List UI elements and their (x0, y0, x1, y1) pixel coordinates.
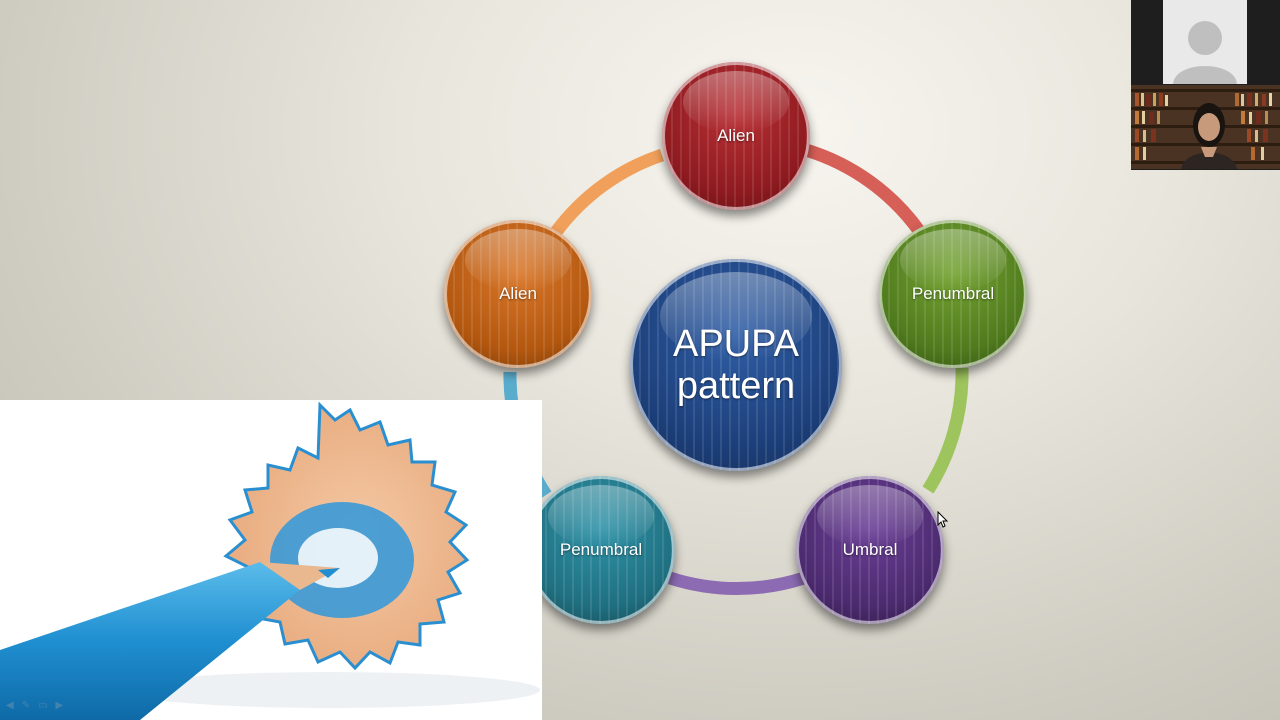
webcam-video-feed (1131, 85, 1280, 169)
pencil-illustration (0, 401, 540, 720)
prev-slide-icon[interactable]: ◀ (6, 700, 14, 711)
node-label: Umbral (842, 540, 898, 559)
node-alien-left: Alien (444, 220, 592, 368)
video-participants-panel (1131, 0, 1280, 170)
node-label: Penumbral (559, 540, 643, 559)
node-penumbral-right: Penumbral (879, 220, 1027, 368)
next-slide-icon[interactable]: ▶ (55, 700, 64, 711)
arc-umbral-to-penumbral (668, 571, 806, 596)
node-label: Penumbral (911, 284, 995, 303)
presenter-webcam-tile[interactable] (1131, 85, 1280, 169)
arc-penumbral-to-umbral (922, 367, 969, 494)
center-label-line2: pattern (676, 365, 796, 407)
slide-controls[interactable]: ◀ ✎ ▭ ▶ (6, 700, 63, 711)
center-label: APUPA pattern (673, 323, 799, 407)
node-umbral: Umbral (796, 476, 944, 624)
pencil-shavings-image (0, 400, 542, 720)
participant-avatar-tile[interactable] (1163, 0, 1247, 84)
slides-icon[interactable]: ▭ (38, 700, 48, 711)
arc-alien-to-alien (550, 148, 665, 236)
mouse-cursor-icon (937, 511, 949, 528)
node-label: Alien (499, 284, 537, 303)
node-label: Alien (717, 126, 755, 145)
center-node: APUPA pattern (630, 259, 842, 471)
center-label-line1: APUPA (672, 323, 799, 365)
person-avatar-icon (1173, 21, 1237, 84)
node-alien-top: Alien (662, 62, 810, 210)
pen-icon[interactable]: ✎ (21, 700, 31, 711)
node-penumbral-left: Penumbral (527, 476, 675, 624)
arc-alien-to-penumbral (804, 143, 926, 236)
